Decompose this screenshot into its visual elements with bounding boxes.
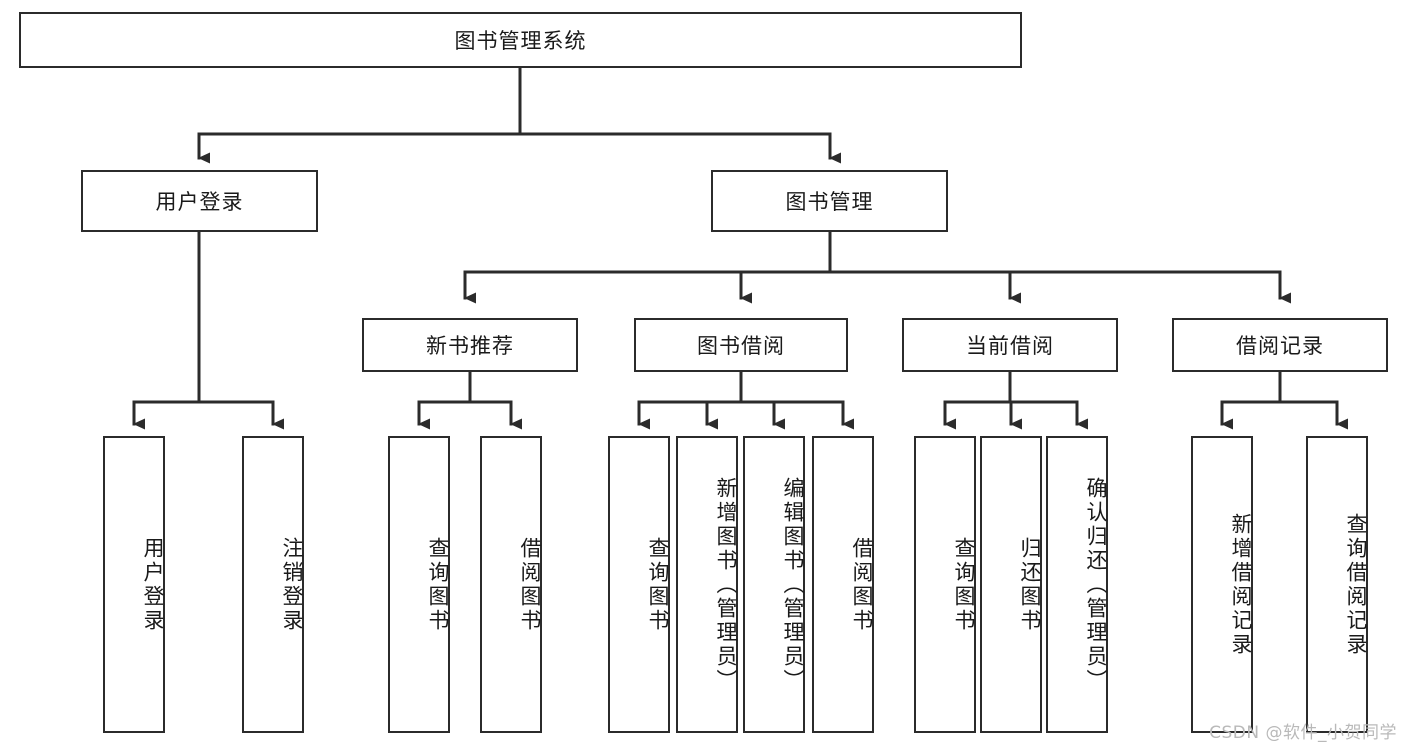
node-borrow-record[interactable]: 借阅记录	[1172, 318, 1388, 372]
node-leaf-confirm-return-admin[interactable]: 确认归还（管理员）	[1046, 436, 1108, 733]
node-leaf-add-book-admin[interactable]: 新增图书（管理员）	[676, 436, 738, 733]
node-leaf-query-book-current[interactable]: 查询图书	[914, 436, 976, 733]
node-current-borrow[interactable]: 当前借阅	[902, 318, 1118, 372]
node-label: 用户登录	[141, 536, 165, 633]
node-root-book-management-system[interactable]: 图书管理系统	[19, 12, 1022, 68]
node-new-book-recommend[interactable]: 新书推荐	[362, 318, 578, 372]
node-label: 图书管理	[785, 190, 874, 214]
node-leaf-query-book-borrow[interactable]: 查询图书	[608, 436, 670, 733]
node-label: 查询借阅记录	[1344, 512, 1368, 657]
watermark-text: CSDN @软件_小贺同学	[1209, 723, 1397, 743]
node-label: 图书管理系统	[454, 29, 587, 53]
node-label: 借阅记录	[1236, 334, 1324, 358]
node-label: 图书借阅	[697, 334, 785, 358]
node-label: 编辑图书（管理员）	[781, 476, 805, 693]
node-label: 用户登录	[155, 190, 244, 214]
node-label: 注销登录	[280, 536, 304, 633]
node-label: 归还图书	[1018, 536, 1042, 633]
node-label: 借阅图书	[518, 536, 542, 633]
node-label: 借阅图书	[850, 536, 874, 633]
node-label: 新书推荐	[426, 334, 514, 358]
node-leaf-user-login[interactable]: 用户登录	[103, 436, 165, 733]
node-leaf-return-book[interactable]: 归还图书	[980, 436, 1042, 733]
node-leaf-borrow-book[interactable]: 借阅图书	[812, 436, 874, 733]
node-leaf-user-logout[interactable]: 注销登录	[242, 436, 304, 733]
node-label: 查询图书	[426, 536, 450, 633]
node-label: 当前借阅	[966, 334, 1054, 358]
node-label: 新增图书（管理员）	[714, 476, 738, 693]
node-label: 新增借阅记录	[1229, 512, 1253, 657]
node-leaf-query-book-recommend[interactable]: 查询图书	[388, 436, 450, 733]
node-book-borrow[interactable]: 图书借阅	[634, 318, 848, 372]
node-leaf-query-borrow-record[interactable]: 查询借阅记录	[1306, 436, 1368, 733]
node-label: 查询图书	[646, 536, 670, 633]
node-leaf-borrow-book-recommend[interactable]: 借阅图书	[480, 436, 542, 733]
node-leaf-add-borrow-record[interactable]: 新增借阅记录	[1191, 436, 1253, 733]
node-label: 确认归还（管理员）	[1084, 476, 1108, 693]
node-leaf-edit-book-admin[interactable]: 编辑图书（管理员）	[743, 436, 805, 733]
node-user-login[interactable]: 用户登录	[81, 170, 318, 232]
node-book-management[interactable]: 图书管理	[711, 170, 948, 232]
node-label: 查询图书	[952, 536, 976, 633]
